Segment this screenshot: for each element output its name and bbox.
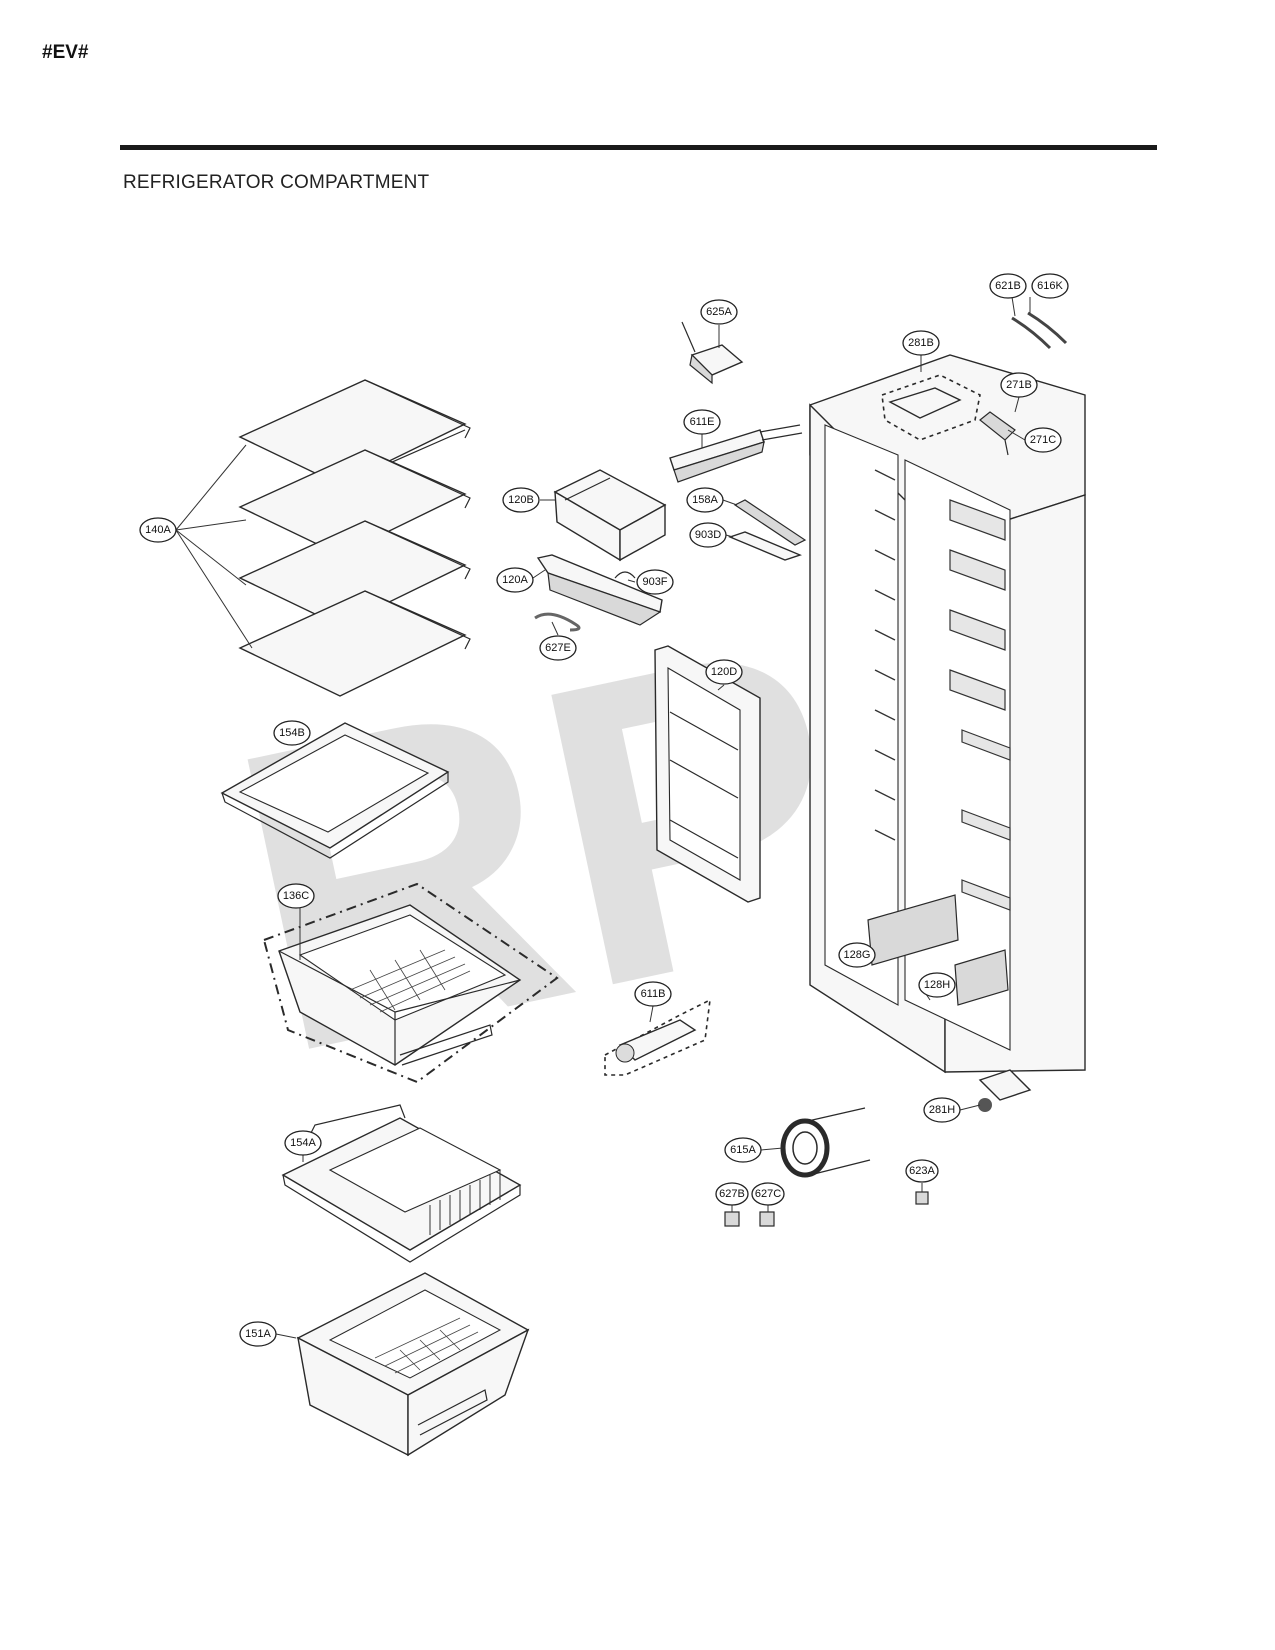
callout-label: 154B [279,727,305,739]
callout-158A: 158A [686,487,724,513]
clip-627B [724,1211,740,1227]
callout-label: 128G [844,949,871,961]
callout-623A: 623A [905,1159,939,1183]
model-code-tag: #EV# [42,42,89,63]
callout-label: 136C [283,890,309,902]
callout-128H: 128H [918,972,956,998]
callout-label: 611E [690,416,715,428]
callout-label: 611B [641,988,666,1000]
callout-120A: 120A [496,567,534,593]
ice-tray-120A [536,554,663,626]
tube-coil-615A [780,1107,871,1178]
callout-label: 120A [502,574,528,586]
callout-label: 281B [908,337,934,349]
part-271C [979,411,1016,456]
drawer-cover-154A [281,1104,522,1263]
tubes-621B-616K [1011,311,1068,350]
clip-627C [759,1211,775,1227]
ice-bin-120B [553,469,667,562]
water-filter-611B [604,998,711,1076]
callout-label: 281H [929,1104,955,1116]
door-frame-120D [654,645,761,903]
callout-label: 154A [290,1137,316,1149]
callout-label: 615A [730,1144,756,1156]
glass-shelf-2 [238,449,471,556]
section-title: REFRIGERATOR COMPARTMENT [123,172,430,193]
callout-label: 151A [245,1328,271,1340]
callout-151A: 151A [239,1321,277,1347]
part-281H [978,1069,1032,1112]
callout-140A: 140A [139,517,177,543]
callout-627C: 627C [751,1182,785,1206]
clip-623A [915,1191,929,1205]
callout-label: 903D [695,529,721,541]
callout-label: 627C [755,1188,781,1200]
callout-615A: 615A [724,1137,762,1163]
callout-903D: 903D [689,522,727,548]
callout-625A: 625A [700,299,738,325]
crisper-drawer-151A [296,1272,530,1457]
callout-label: 120B [508,494,534,506]
gasket-627E [534,612,581,632]
header-rule [120,145,1157,150]
glass-shelf-4 [238,590,471,697]
callout-label: 621B [995,280,1021,292]
callout-271C: 271C [1024,427,1062,453]
callout-label: 140A [145,524,171,536]
callout-281B: 281B [902,330,940,356]
callout-label: 120D [711,666,737,678]
callout-136C: 136C [277,883,315,909]
part-625A [681,321,744,385]
callout-611E: 611E [683,409,721,435]
callout-label: 627E [545,642,571,654]
part-158A [733,499,807,546]
callout-label: 128H [924,979,950,991]
callout-271B: 271B [1000,372,1038,398]
callout-120B: 120B [502,487,540,513]
callout-154B: 154B [273,720,311,746]
callout-154A: 154A [284,1130,322,1156]
callout-621B: 621B [989,273,1027,299]
part-611E [669,424,803,483]
callout-label: 623A [909,1165,935,1177]
crisper-drawer-136C [262,882,559,1084]
callout-627E: 627E [539,635,577,661]
shelf-leaders [175,444,253,649]
part-903D [728,531,802,561]
callout-label: 627B [719,1188,745,1200]
callout-627B: 627B [715,1182,749,1206]
shelf-frame-154B [220,722,450,859]
part-281B [881,374,981,441]
callout-leaders [275,296,1031,1339]
callout-611B: 611B [634,981,672,1007]
callout-128G: 128G [838,942,876,968]
callout-903F: 903F [636,569,674,595]
callout-label: 158A [692,494,718,506]
callout-120D: 120D [705,659,743,685]
refrigerator-cabinet [809,354,1086,1074]
callout-label: 616K [1037,280,1063,292]
callout-label: 271C [1030,434,1056,446]
callout-281H: 281H [923,1097,961,1123]
callout-616K: 616K [1031,273,1069,299]
callout-label: 903F [642,576,667,588]
callout-label: 271B [1006,379,1032,391]
callout-label: 625A [706,306,732,318]
glass-shelf-3 [238,520,471,627]
